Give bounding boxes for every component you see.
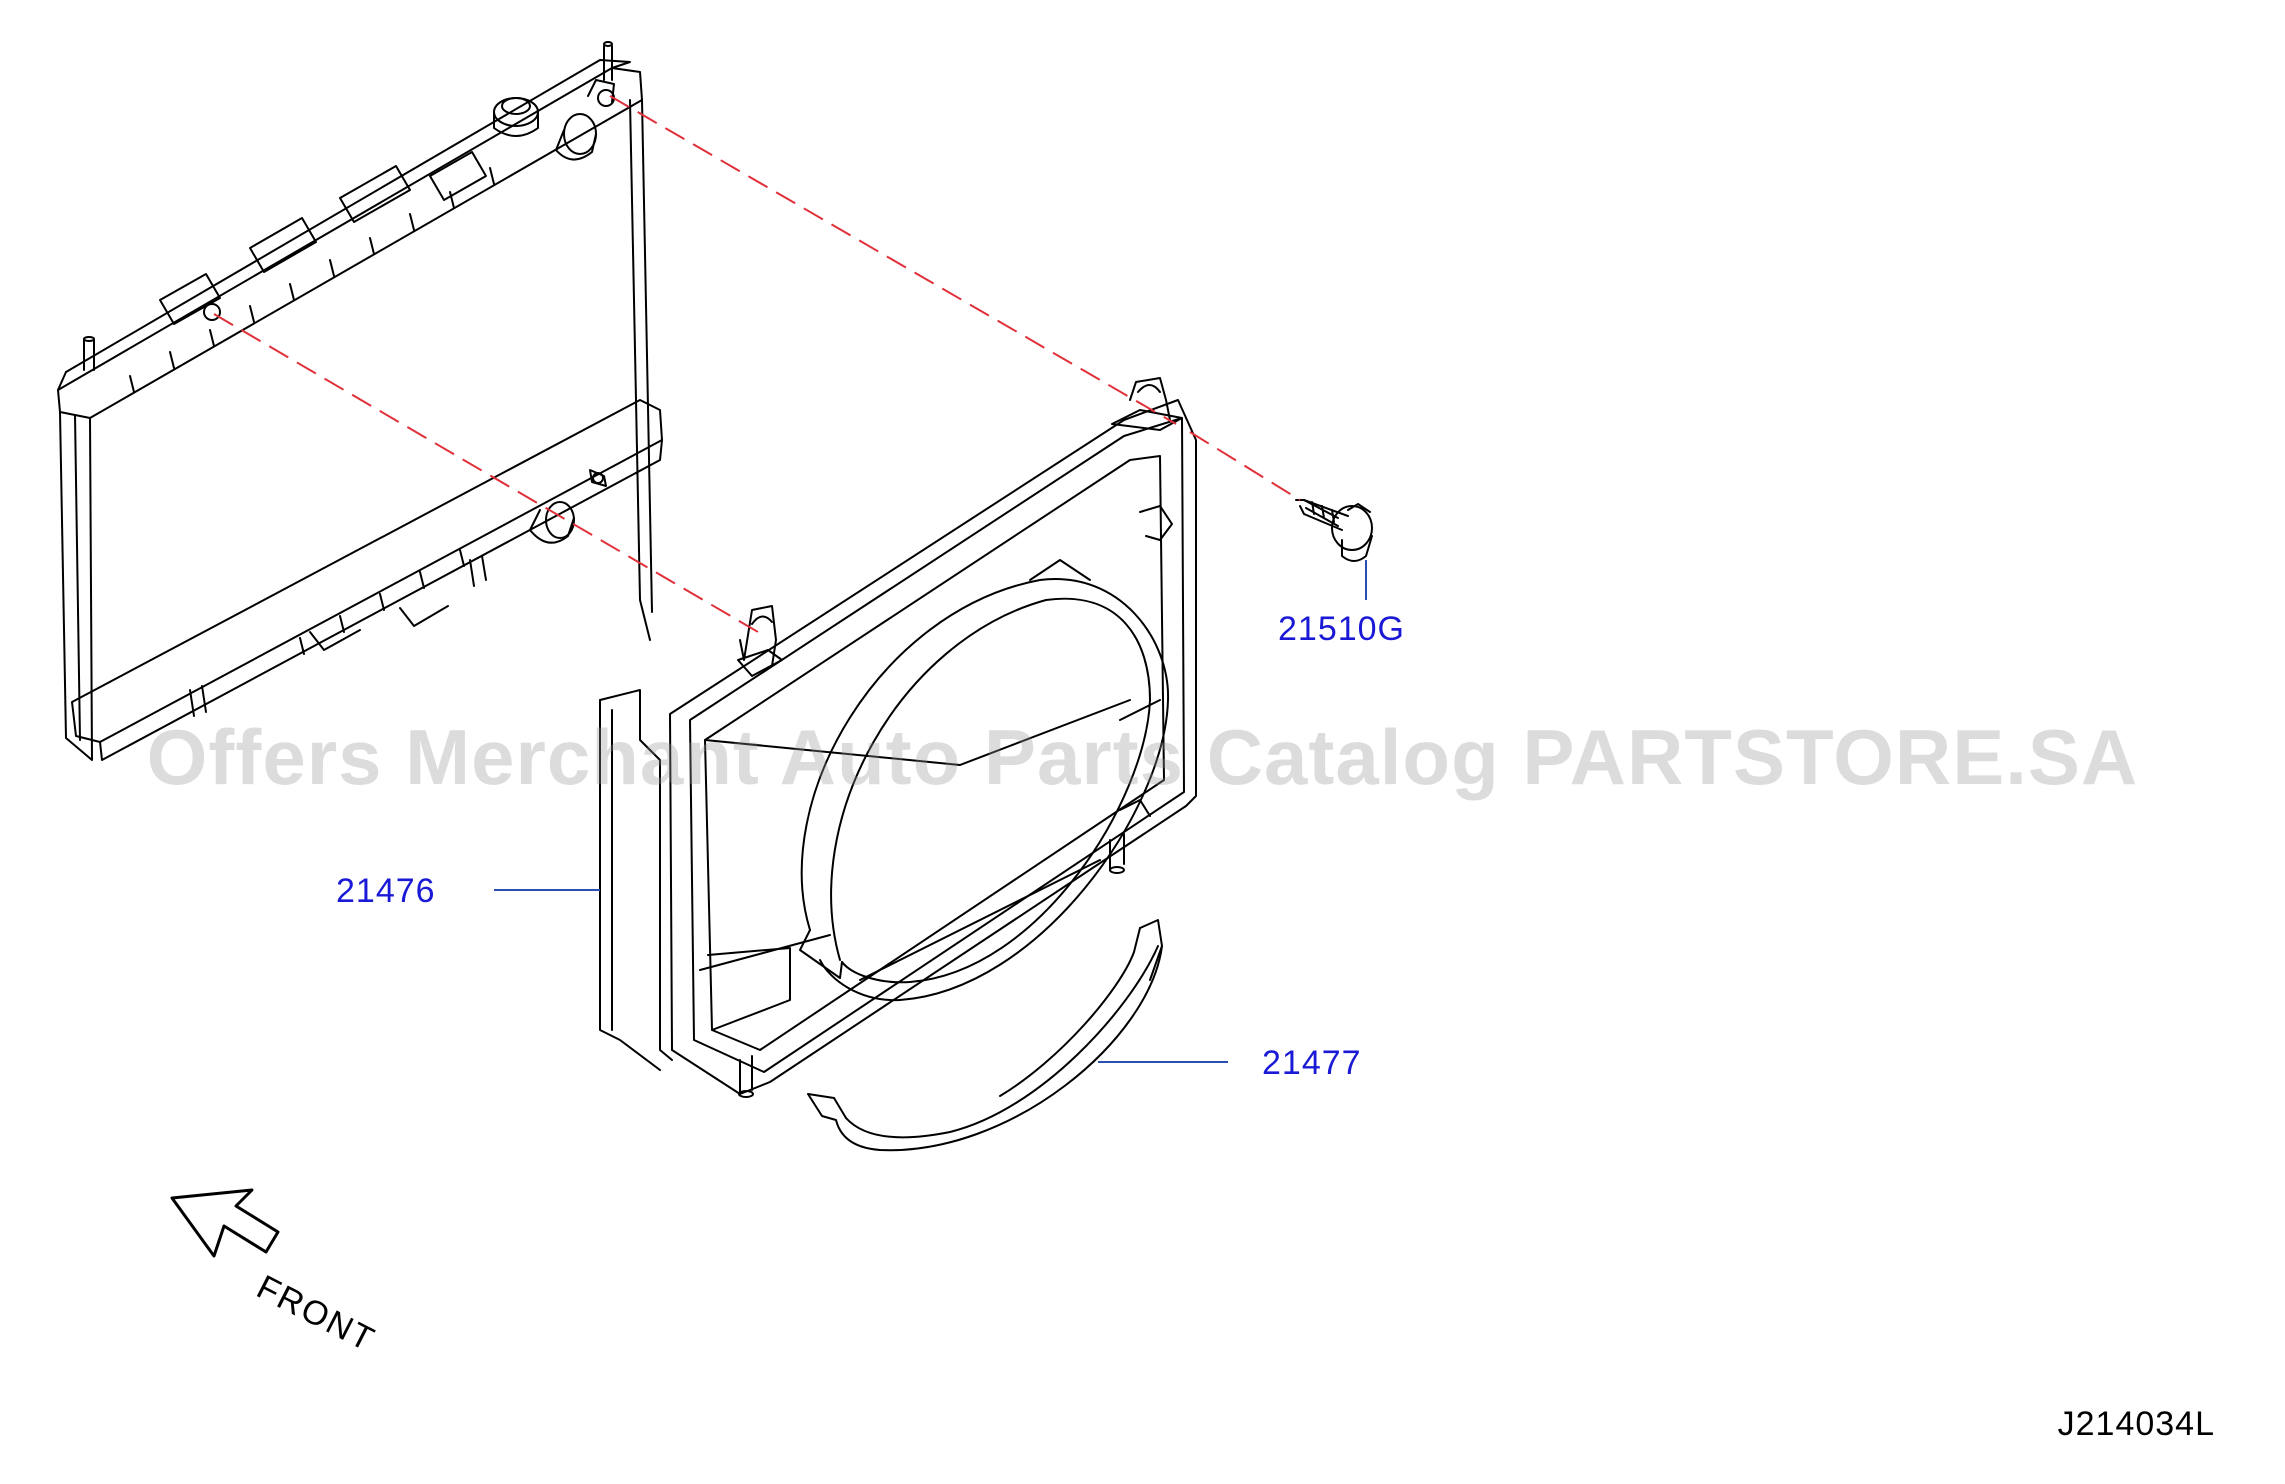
bolt-drawing — [1295, 499, 1373, 562]
diagram-code: J214034L — [2057, 1405, 2215, 1443]
part-label-21510G[interactable]: 21510G — [1278, 610, 1405, 648]
front-arrow-icon — [170, 1188, 280, 1258]
leader-lines — [494, 560, 1367, 1063]
part-label-21477[interactable]: 21477 — [1262, 1044, 1362, 1082]
alignment-lines — [213, 95, 1301, 633]
radiator-drawing — [57, 41, 663, 761]
lower-shroud-drawing — [807, 919, 1163, 1152]
part-label-21476[interactable]: 21476 — [336, 872, 436, 910]
watermark: Offers Merchant Auto Parts Catalog PARTS… — [146, 713, 2139, 801]
